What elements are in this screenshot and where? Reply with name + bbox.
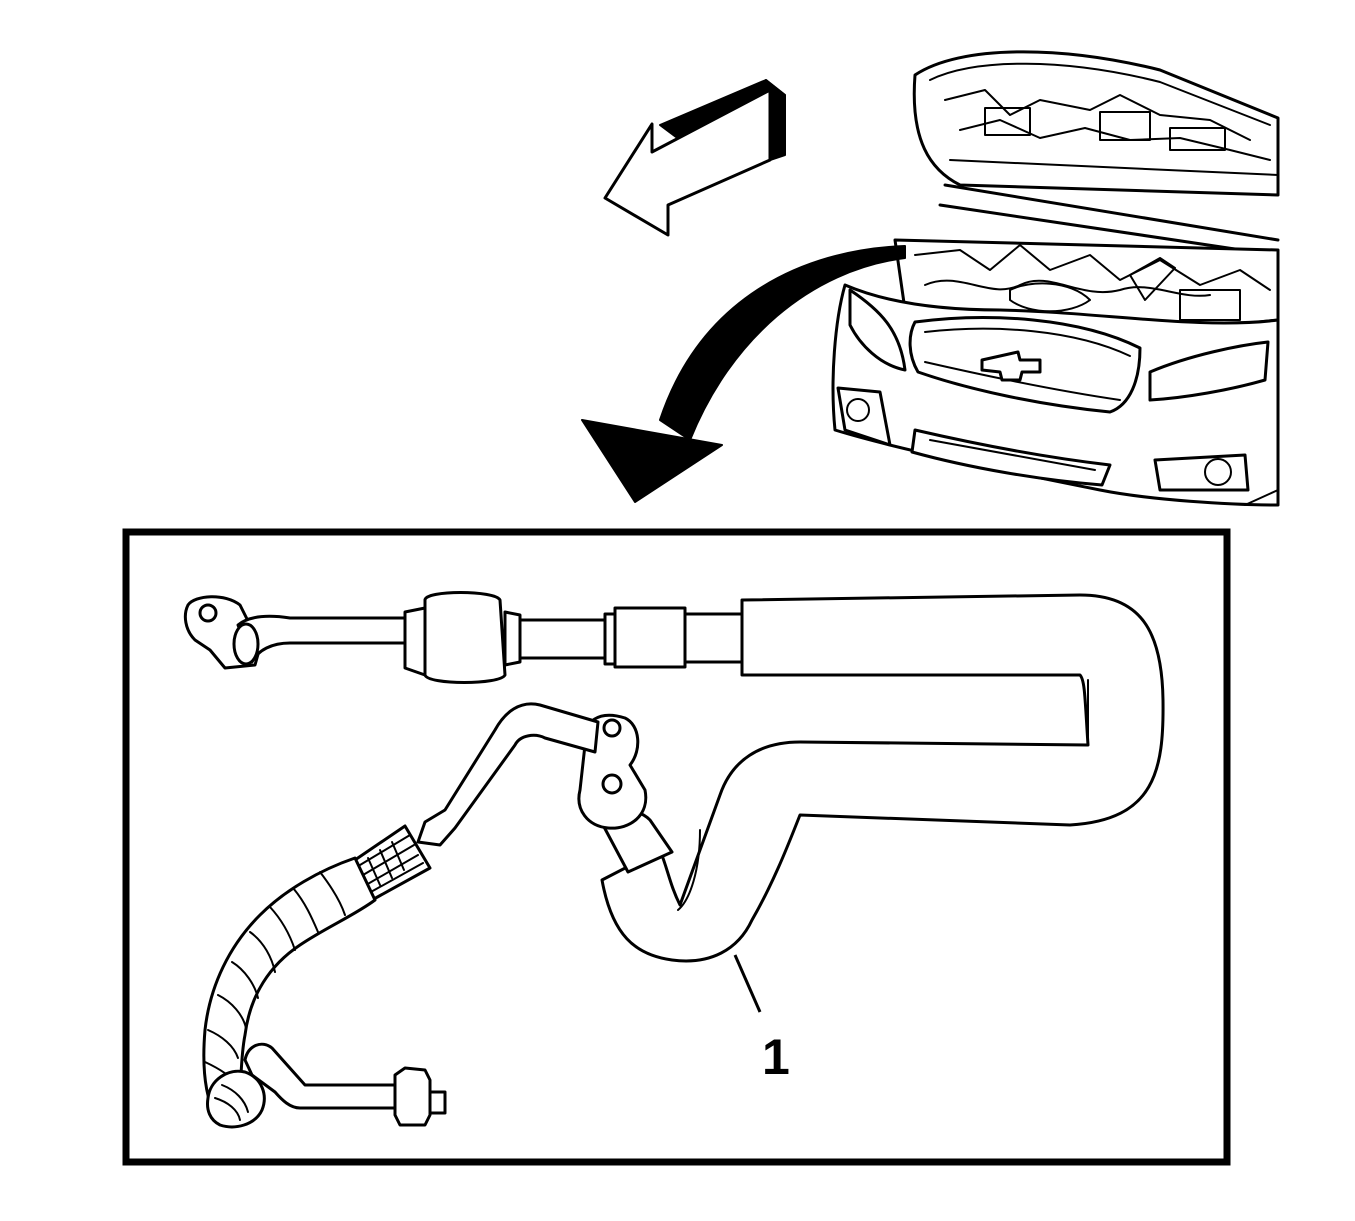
detail-pointer-arrow-icon [581, 245, 906, 503]
vehicle-front-illustration [831, 50, 1280, 507]
callout-1-label: 1 [762, 1029, 790, 1085]
hose-wrap-bands [204, 871, 346, 1086]
callout-leader-line [733, 954, 762, 1013]
crimp-mesh [359, 834, 424, 894]
direction-arrow-icon [603, 79, 786, 237]
refrigerant-hose-assembly [183, 591, 1165, 1129]
